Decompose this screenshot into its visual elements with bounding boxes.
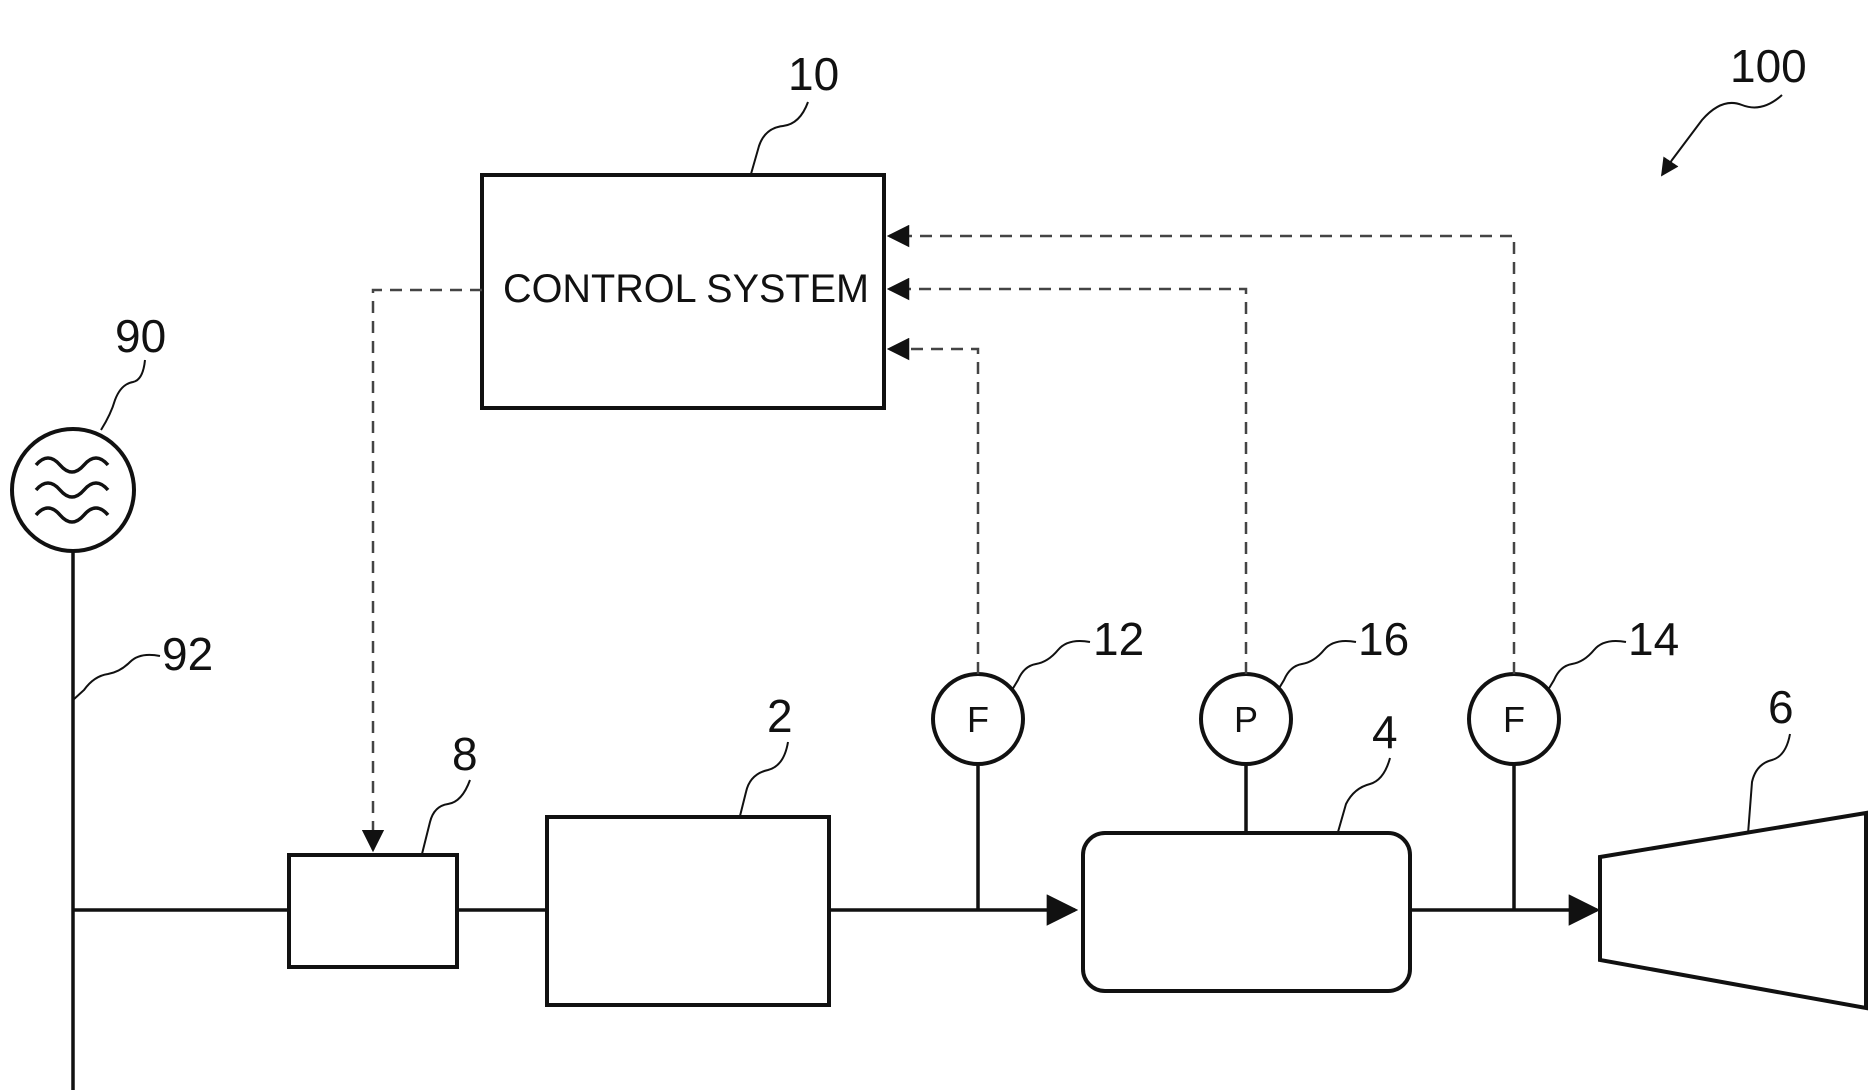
ref-8-leader bbox=[422, 780, 470, 854]
ref-6: 6 bbox=[1768, 681, 1794, 733]
ref-14: 14 bbox=[1628, 613, 1679, 665]
ref-100-leader bbox=[1662, 95, 1782, 175]
sensor-14-symbol: F bbox=[1503, 699, 1525, 740]
ref-10-leader bbox=[751, 102, 808, 174]
ref-16-leader bbox=[1278, 641, 1356, 690]
ref-90-leader bbox=[101, 360, 145, 430]
sensor-16-symbol: P bbox=[1234, 699, 1258, 740]
ref-2: 2 bbox=[767, 690, 793, 742]
ref-8: 8 bbox=[452, 728, 478, 780]
unit-2-box bbox=[547, 817, 829, 1005]
signal-line-sensor-12 bbox=[889, 349, 978, 674]
ref-4: 4 bbox=[1372, 706, 1398, 758]
signal-line-sensor-16 bbox=[889, 289, 1246, 674]
control-system-label: CONTROL SYSTEM bbox=[503, 267, 869, 311]
ref-2-leader bbox=[740, 742, 788, 816]
source-circle bbox=[12, 429, 134, 551]
ref-12-leader bbox=[1012, 641, 1090, 690]
ref-12: 12 bbox=[1093, 613, 1144, 665]
ref-14-leader bbox=[1548, 641, 1626, 690]
ref-10: 10 bbox=[788, 48, 839, 100]
ref-100: 100 bbox=[1730, 40, 1807, 92]
valve-box bbox=[289, 855, 457, 967]
ref-92: 92 bbox=[162, 628, 213, 680]
ref-92-leader bbox=[73, 655, 160, 700]
ref-90: 90 bbox=[115, 310, 166, 362]
ref-4-leader bbox=[1338, 758, 1390, 832]
ref-16: 16 bbox=[1358, 613, 1409, 665]
sensor-12-symbol: F bbox=[967, 699, 989, 740]
turbine-shape bbox=[1600, 813, 1866, 1008]
signal-line-sensor-14 bbox=[889, 236, 1514, 674]
unit-4-box bbox=[1083, 833, 1410, 991]
ref-6-leader bbox=[1748, 734, 1790, 834]
